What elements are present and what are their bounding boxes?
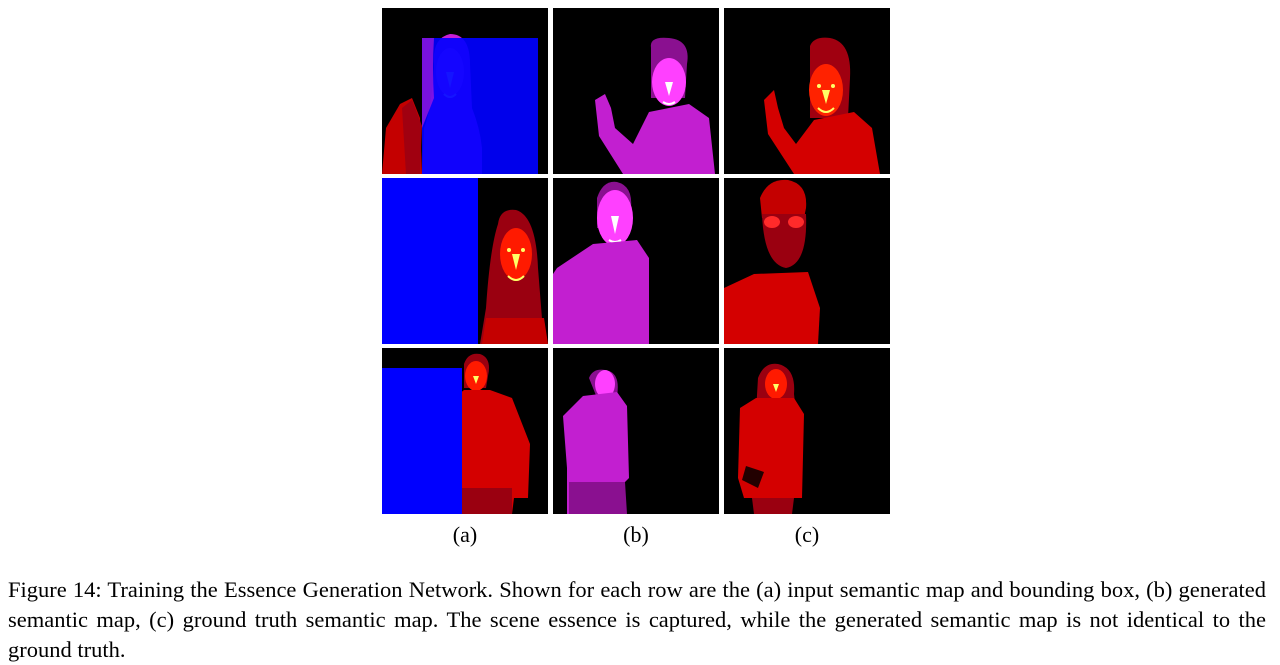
figure-grid <box>382 8 890 514</box>
row1-generated-semantic-map <box>553 8 719 174</box>
column-label-b: (b) <box>623 522 649 547</box>
row2-generated-semantic-map <box>553 178 719 344</box>
row2-ground-truth-semantic-map <box>724 178 890 344</box>
figure-caption: Figure 14: Training the Essence Generati… <box>8 577 1266 662</box>
row3-ground-truth-semantic-map <box>724 348 890 514</box>
column-label-c: (c) <box>794 522 820 547</box>
row1-input-semantic-map <box>382 8 548 174</box>
row2-input-semantic-map <box>382 178 548 344</box>
row3-input-semantic-map <box>382 348 548 514</box>
column-label-a: (a) <box>452 522 478 547</box>
row3-generated-semantic-map <box>553 348 719 514</box>
row1-ground-truth-semantic-map <box>724 8 890 174</box>
